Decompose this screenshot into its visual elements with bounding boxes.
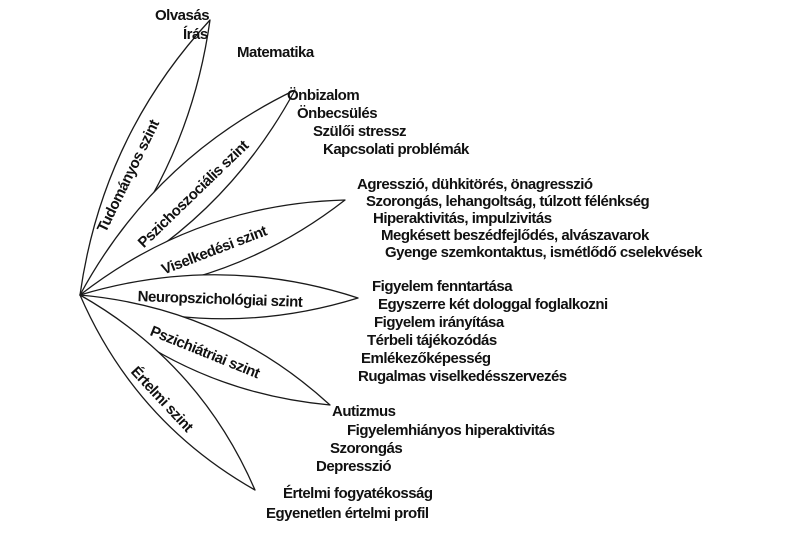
petal-ertelmi-szint (79, 294, 256, 491)
branch-item: Figyelem irányítása (374, 314, 505, 331)
branch-item: Értelmi fogyatékosság (283, 485, 433, 502)
branch-item: Szülői stressz (313, 123, 406, 140)
branch-item: Írás (183, 26, 208, 43)
branch-item: Szorongás, lehangoltság, túlzott félénks… (366, 193, 650, 210)
branch-item: Szorongás (330, 440, 402, 457)
branch-item: Autizmus (332, 403, 396, 420)
branch-item: Gyenge szemkontaktus, ismétlődő cselekvé… (385, 244, 703, 261)
branch-item: Figyelemhiányos hiperaktivitás (347, 422, 555, 439)
branch-item: Hiperaktivitás, impulzivitás (373, 210, 552, 227)
branch-item: Önbizalom (287, 87, 359, 104)
branch-item: Agresszió, dühkitörés, önagresszió (357, 176, 593, 193)
branch-item: Figyelem fenntartása (372, 278, 513, 295)
branch-item: Önbecsülés (297, 105, 377, 122)
branch-item: Depresszió (316, 458, 391, 475)
branch-item: Megkésett beszédfejlődés, alvászavarok (381, 227, 650, 244)
branch-item: Egyenetlen értelmi profil (266, 505, 429, 522)
branch-label-neuropszichologiai: Neuropszichológiai szint (137, 288, 303, 311)
branch-item: Rugalmas viselkedésszervezés (358, 368, 567, 385)
branch-item: Térbeli tájékozódás (367, 332, 497, 349)
branch-item: Kapcsolati problémák (323, 141, 470, 158)
branch-item: Olvasás (155, 7, 209, 24)
branch-item: Emlékezőképesség (361, 350, 491, 367)
branch-item: Egyszerre két dologgal foglalkozni (378, 296, 608, 313)
branch-item: Matematika (237, 44, 315, 61)
